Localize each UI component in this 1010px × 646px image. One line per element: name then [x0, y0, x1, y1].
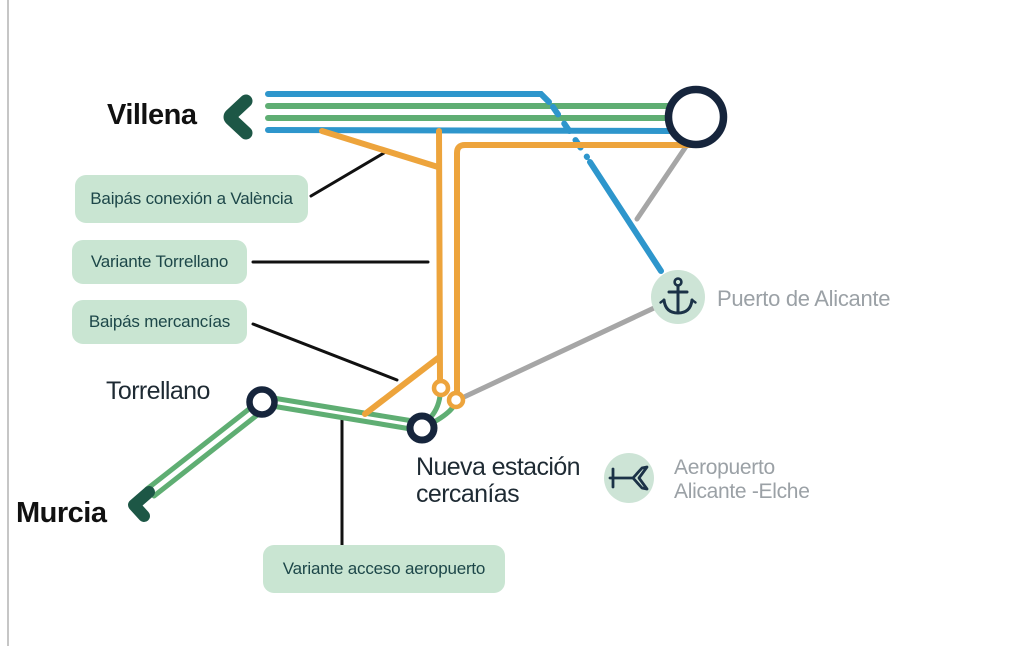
poi-puerto [651, 270, 705, 324]
plane-icon [608, 465, 649, 491]
green-corridor-lines [265, 103, 671, 121]
station-alicante-circle [664, 85, 728, 149]
gray-port-lines [461, 142, 690, 400]
pointer-baipas-mercancias [251, 322, 399, 382]
green-murcia-torrellano-1 [144, 399, 261, 492]
station-label-torrellano: Torrellano [106, 377, 210, 405]
station-nueva-estacion-circle [406, 412, 438, 444]
endpoint-label-murcia: Murcia [16, 497, 107, 529]
blue-villena-bend [265, 91, 552, 105]
callout-variante-aeropuerto: Variante acceso aeropuerto [263, 545, 505, 593]
orange-lines [319, 128, 695, 417]
station-label-nueva-estacion: Nueva estación cercanías [416, 453, 581, 508]
villena-arrow-icon [223, 94, 253, 140]
poi-label-aeropuerto-line1: Aeropuerto [674, 456, 775, 479]
station-label-nueva-estacion-line1: Nueva estación [416, 453, 581, 481]
junction-circle-1 [431, 378, 451, 398]
junction-circle-2 [446, 390, 466, 410]
green-torrellano-estacion-1 [270, 395, 416, 424]
orange-baipas-valencia-diagonal [319, 128, 441, 170]
orange-vertical1 [436, 128, 443, 385]
callout-baipas-mercancias: Baipás mercancías [72, 300, 247, 344]
poi-label-puerto: Puerto de Alicante [717, 286, 891, 311]
callout-baipas-valencia: Baipás conexión a València [75, 175, 308, 223]
poi-label-aeropuerto: Aeropuerto Alicante -Elche [674, 456, 810, 504]
station-torrellano-circle [246, 386, 278, 418]
blue-lines [265, 91, 673, 274]
poi-aeropuerto [604, 453, 654, 503]
murcia-arrow-icon [128, 486, 155, 522]
pointer-baipas-valencia [309, 151, 386, 198]
gray-line-puerto-junction [461, 305, 657, 400]
green-cercanias-lines [144, 393, 456, 499]
anchor-icon [659, 277, 697, 315]
station-label-nueva-estacion-line2: cercanías [416, 480, 520, 508]
callout-variante-torrellano: Variante Torrellano [72, 240, 247, 284]
orange-baipas-mercancias-diagonal [362, 355, 441, 417]
gray-line-alicante-junction [634, 142, 690, 222]
green-murcia-torrellano-2 [151, 406, 268, 499]
blue-villena-alicante [265, 127, 673, 134]
green-torrellano-estacion-2 [269, 403, 414, 432]
poi-label-aeropuerto-line2: Alicante -Elche [674, 480, 810, 503]
callout-pointer-lines [251, 151, 430, 547]
endpoint-label-villena: Villena [107, 99, 197, 131]
orange-alicante-vertical2 [454, 142, 695, 396]
blue-line-to-puerto [587, 159, 664, 274]
